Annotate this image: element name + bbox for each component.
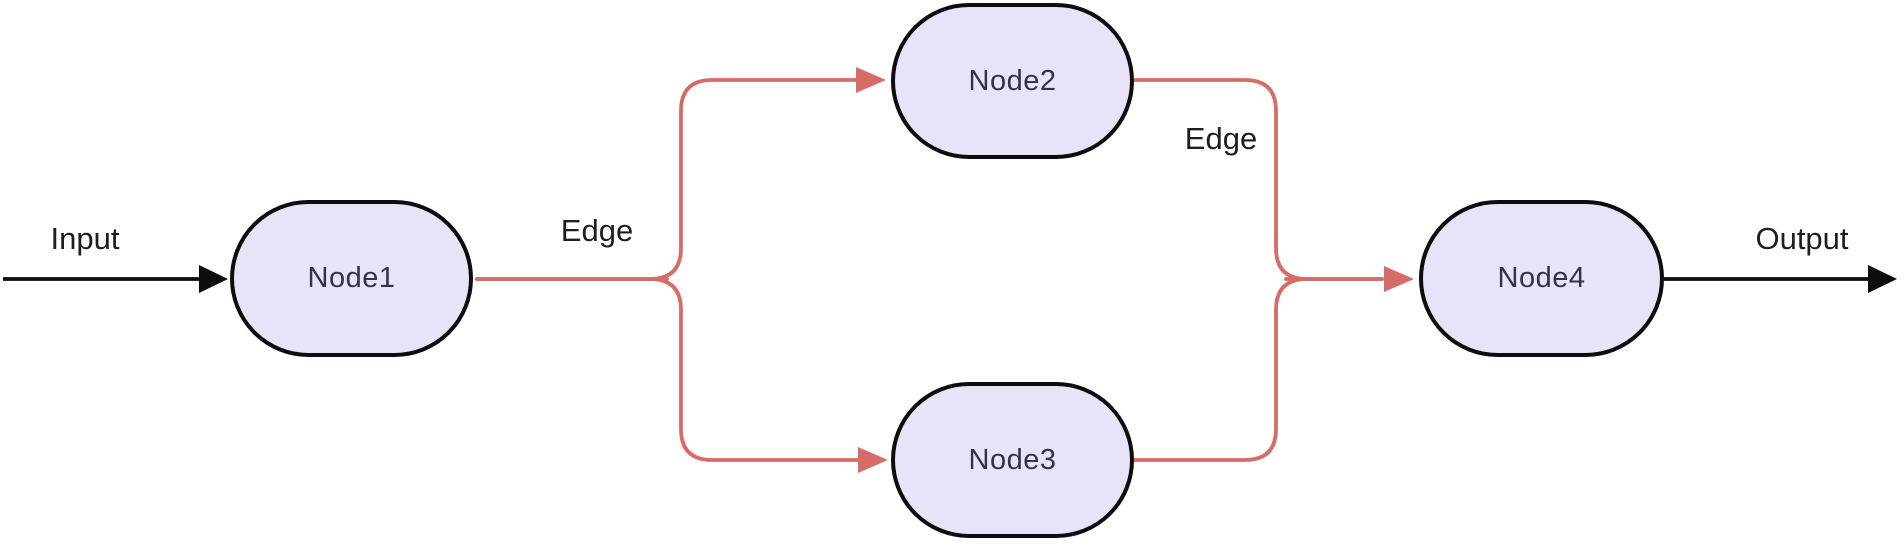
node-node2[interactable]: Node2 <box>891 3 1134 159</box>
edge-node3-node4-path <box>1132 277 1384 462</box>
edge-node1-node3-path <box>475 277 860 462</box>
node3-label: Node3 <box>968 443 1057 476</box>
arrowhead-node2-icon <box>856 67 886 93</box>
arrowhead-output-icon <box>1868 265 1897 293</box>
arrowhead-input-icon <box>199 265 228 293</box>
edge-node2-node4-path <box>1133 78 1384 281</box>
edge-label-node2-node4: Edge <box>1184 121 1258 156</box>
arrowhead-node4-icon <box>1384 266 1414 292</box>
edge-node1-node2-path <box>475 78 858 281</box>
node1-label: Node1 <box>307 262 396 294</box>
node-node4[interactable]: Node4 <box>1419 200 1664 357</box>
node-node1[interactable]: Node1 <box>230 200 473 357</box>
arrowhead-node3-icon <box>858 447 888 473</box>
edge-label-input: Input <box>50 221 120 256</box>
node2-label: Node2 <box>968 64 1057 97</box>
edge-label-output: Output <box>1755 221 1849 256</box>
node4-label: Node4 <box>1497 262 1586 294</box>
node-node3[interactable]: Node3 <box>891 382 1134 538</box>
edge-label-node1-node2: Edge <box>560 213 634 248</box>
